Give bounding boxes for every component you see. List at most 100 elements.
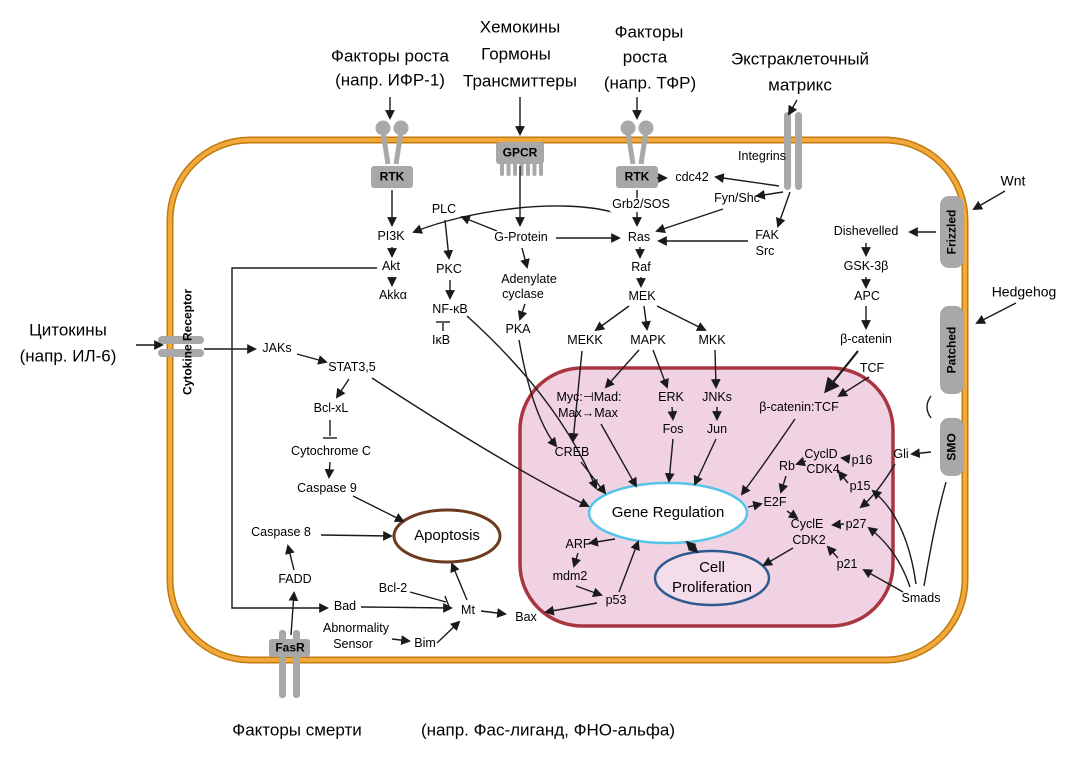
node-p53: p53 [605, 593, 627, 608]
apoptosis-ellipse [392, 508, 502, 564]
node-gli: Gli [893, 447, 909, 462]
node-raf: Raf [631, 260, 651, 275]
node-i-kb: IκB [431, 333, 451, 348]
node-bax: Bax [515, 610, 537, 625]
node-creb: CREB [554, 445, 590, 460]
node-rb: Rb [779, 459, 795, 474]
label-death-factors-examples: (напр. Фас-лиганд, ФНО-альфа) [420, 720, 676, 740]
gpcr-receptor-icon [496, 142, 544, 176]
node-g-protein: G-Protein [492, 230, 550, 245]
receptor-smo: SMO [944, 433, 959, 461]
node-bcl-xl: Bcl-xL [313, 401, 349, 416]
node-apc: APC [854, 289, 880, 304]
receptor-frizzled: Frizzled [944, 209, 959, 255]
node-mek: MEK [628, 289, 656, 304]
node-pkc: PKC [436, 262, 462, 277]
node-pka: PKA [505, 322, 531, 337]
label-growth-factors-tgf-2: роста [622, 47, 668, 67]
receptor-patched: Patched [944, 326, 959, 374]
node-e2f: E2F [763, 495, 787, 510]
label-hedgehog: Hedgehog [991, 283, 1057, 300]
node-cdk4: CDK4 [806, 462, 840, 477]
smo-receptor-icon [940, 418, 964, 476]
node-bim: Bim [414, 636, 436, 651]
receptor-gpcr: GPCR [502, 145, 538, 160]
node-cycle: CyclE [790, 517, 824, 532]
node-max-max: Max→Max [558, 406, 618, 421]
label-growth-factors-tgf-1: Факторы [614, 22, 684, 42]
receptor-fasr: FasR [275, 640, 305, 655]
label-cytokines-2: (напр. ИЛ-6) [19, 346, 117, 366]
node-adenylate-2: cyclase [502, 287, 544, 302]
node-tcf: TCF [859, 361, 885, 376]
node-gsk-3b: GSK-3β [843, 259, 889, 274]
node-fyn-shc: Fyn/Shc [714, 191, 760, 206]
node-grb2-sos: Grb2/SOS [610, 197, 672, 212]
node-dishevelled: Dishevelled [833, 224, 899, 239]
node-cdc42: cdc42 [675, 170, 709, 185]
node-bad: Bad [333, 599, 357, 614]
label-growth-factors-igf-2: (напр. ИФР-1) [335, 70, 445, 90]
node-fak: FAK [755, 228, 779, 243]
node-caspase-8: Caspase 8 [251, 525, 311, 540]
arrows-layer [136, 97, 1017, 645]
label-transmitters: Трансмиттеры [463, 71, 577, 91]
label-cytokines-1: Цитокины [29, 320, 107, 340]
node-smads: Smads [901, 591, 941, 606]
label-hormones: Гормоны [481, 44, 551, 64]
label-gene-regulation: Gene Regulation [611, 503, 725, 521]
node-mt: Mt [461, 603, 475, 618]
fasr-receptor-icon [269, 630, 310, 698]
node-myc-mad: Myc:⊣Mad: [556, 390, 622, 405]
cytokine-receptor-icon [158, 336, 204, 357]
label-ecm-2: матрикс [768, 75, 832, 95]
node-abnormality-2: Sensor [333, 637, 373, 652]
frizzled-receptor-icon [940, 196, 964, 268]
label-chemokines: Хемокины [479, 17, 561, 37]
node-src: Src [755, 244, 775, 259]
node-caspase-9: Caspase 9 [297, 481, 357, 496]
receptor-rtk-right: RTK [624, 169, 650, 184]
label-ecm-1: Экстраклеточный [730, 49, 870, 69]
node-akt: Akt [381, 259, 401, 274]
node-arf: ARF [565, 537, 591, 552]
node-mapk: MAPK [630, 333, 666, 348]
label-apoptosis: Apoptosis [414, 526, 480, 544]
node-mkk: MKK [698, 333, 726, 348]
node-nf-kb: NF-κB [432, 302, 468, 317]
node-adenylate-1: Adenylate [501, 272, 557, 287]
node-abnormality-1: Abnormality [323, 621, 389, 636]
node-pi3k: PI3K [377, 229, 405, 244]
node-beta-catenin-tcf: β-catenin:TCF [759, 400, 839, 415]
node-fos: Fos [662, 422, 684, 437]
node-erk: ERK [658, 390, 684, 405]
node-p21: p21 [836, 557, 858, 572]
node-p15: p15 [849, 479, 871, 494]
node-cycld: CyclD [804, 447, 838, 462]
node-jnks: JNKs [702, 390, 732, 405]
node-cytochrome-c: Cytochrome C [291, 444, 371, 459]
node-p16: p16 [851, 453, 873, 468]
receptor-cytokine: Cytokine Receptor [180, 288, 195, 396]
node-plc: PLC [431, 202, 457, 217]
node-bcl-2: Bcl-2 [378, 581, 408, 596]
node-mdm2: mdm2 [552, 569, 588, 584]
node-ras: Ras [627, 230, 651, 245]
label-cell-proliferation-1: Cell [699, 558, 725, 576]
gene-regulation-ellipse [587, 481, 749, 545]
label-growth-factors-igf-1: Факторы роста [331, 46, 449, 66]
integrins-receptor-icon [784, 112, 802, 190]
receptor-rtk-left: RTK [379, 169, 405, 184]
receptor-integrins: Integrins [738, 149, 786, 164]
label-growth-factors-tgf-3: (напр. ТФР) [603, 73, 697, 93]
node-jun: Jun [706, 422, 728, 437]
label-death-factors: Факторы смерти [232, 720, 362, 740]
node-stat35: STAT3,5 [328, 360, 376, 375]
node-fadd: FADD [278, 572, 312, 587]
node-p27: p27 [845, 517, 867, 532]
node-mekk: MEKK [567, 333, 603, 348]
node-beta-catenin: β-catenin [840, 332, 892, 347]
label-cell-proliferation-2: Proliferation [671, 578, 753, 596]
